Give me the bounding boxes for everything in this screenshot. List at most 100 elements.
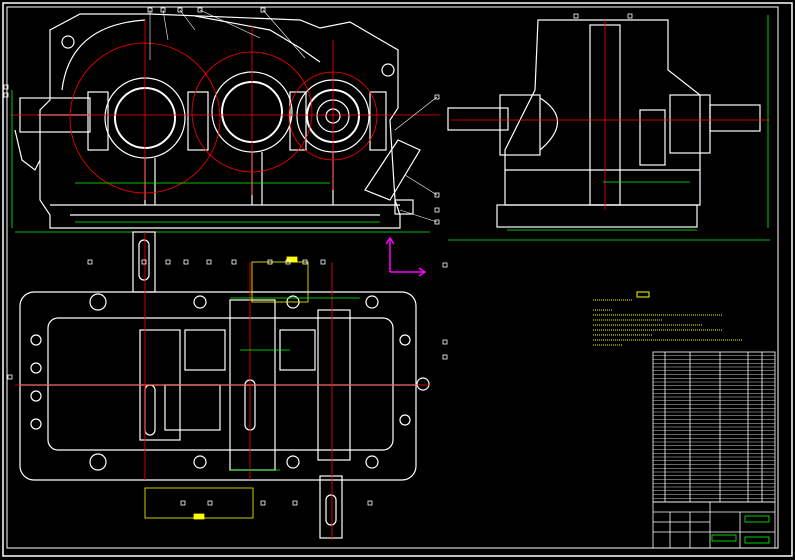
part-balloon [141,259,147,265]
part-balloon [180,500,186,506]
top-bolt-13 [399,334,411,346]
part-balloon [285,259,291,265]
part-balloon [434,207,440,213]
top-bolt-1 [89,293,107,311]
leader-f6 [394,96,438,131]
side-base [496,204,698,228]
foot-left [14,129,41,171]
keyslot-1 [138,239,150,281]
bolt-boss-left [87,91,109,151]
top-bolt-10 [30,362,42,374]
top-housing-outer [19,291,417,481]
bolt-boss-mid1 [187,91,209,151]
top-dim-tag-2 [193,513,205,520]
part-balloon [260,7,266,13]
part-balloons [3,7,633,506]
part-balloon [573,13,579,19]
part-balloon [434,192,440,198]
top-bolt-7 [286,455,300,469]
front-view [14,13,421,229]
title-block-stamp-3 [711,534,737,542]
top-green-dims [230,297,360,471]
part-balloon [442,339,448,345]
part-balloon [165,259,171,265]
part-balloon [320,259,326,265]
part-balloon [367,500,373,506]
side-output-shaft [447,107,509,131]
front-dimensions [11,90,430,233]
part-balloon [177,7,183,13]
side-bearing-cap-left [499,94,541,156]
technical-requirements [593,291,743,346]
part-balloon [302,259,308,265]
part-balloon [3,92,9,98]
part-balloon [87,259,93,265]
title-block-frame [652,501,776,549]
top-centerlines [15,232,430,540]
part-balloon [267,259,273,265]
title-block-stamp-1 [744,515,770,523]
top-gear-5 [164,384,221,431]
side-dimensions [448,15,770,241]
bolt-boss-right [369,91,387,151]
keyslot-4 [325,494,337,526]
top-bolt-14 [399,414,411,426]
part-balloon [183,259,189,265]
front-top-lid [194,15,321,63]
side-housing-outline [504,19,701,206]
lifting-hole-right [381,63,395,77]
top-dim-lower [144,487,254,519]
drain-plug [394,199,414,215]
side-spacer [639,109,666,166]
part-balloon [627,13,633,19]
side-centerlines [450,20,770,210]
title-block [652,501,776,549]
top-input-shaft [132,231,156,293]
part-balloon [442,262,448,268]
top-dimensions [144,256,309,520]
front-cover-arc [61,19,146,91]
top-bolt-5 [365,295,379,309]
top-bolt-9 [30,334,42,346]
parts-list-rows [653,355,775,499]
leader-f3 [179,9,196,31]
side-bearing-cap-right [669,94,711,154]
leader-f7 [404,174,438,196]
title-block-stamp-2 [744,536,770,544]
top-gear-3 [184,329,226,371]
top-housing-inner [47,317,394,451]
part-balloon [160,7,166,13]
part-balloon [260,500,266,506]
front-housing-outline [39,13,401,229]
leader-f2 [162,9,169,41]
part-balloon [434,94,440,100]
top-bolt-11 [30,390,42,402]
lifting-hole-left [61,35,75,49]
bolt-boss-mid2 [289,91,307,151]
inner-border [6,6,779,549]
part-balloon [207,500,213,506]
part-balloon [197,7,203,13]
part-balloon [3,84,9,90]
top-bolt-8 [365,455,379,469]
side-gear-section [539,97,558,151]
side-view [447,19,761,228]
dipstick [364,139,421,201]
top-bolt-6 [193,455,207,469]
top-bolt-12 [30,418,42,430]
front-centerlines [10,20,440,200]
part-balloon [434,219,440,225]
part-balloon [292,500,298,506]
leader-f4 [199,9,261,39]
part-balloon [206,259,212,265]
parts-list [652,351,776,503]
top-dim-tag-1 [286,256,298,263]
part-balloon [147,7,153,13]
leader-f5 [262,9,306,59]
oil-gauge [416,377,430,391]
top-output-shaft [319,475,343,539]
part-balloon [231,259,237,265]
front-leader-lines [149,9,438,223]
